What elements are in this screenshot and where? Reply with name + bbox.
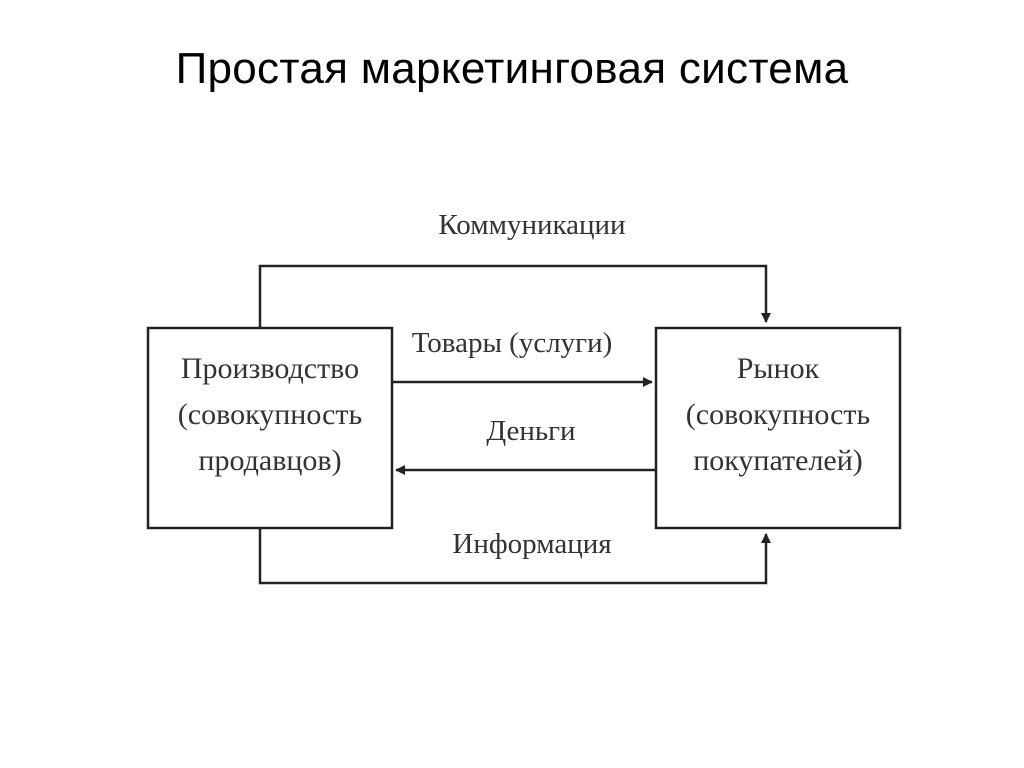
producer-box xyxy=(146,326,394,530)
market-label-line-1: Рынок xyxy=(737,352,820,385)
market-box xyxy=(654,326,902,530)
market-label-line-2: (совокупность xyxy=(686,398,870,431)
producer-label-line-3: продавцов) xyxy=(198,444,341,477)
information-arrow xyxy=(258,528,771,585)
slide-title: Простая маркетинговая система xyxy=(175,44,849,93)
market-label-line-3: покупателей) xyxy=(693,444,863,477)
producer-label-line-1: Производство xyxy=(181,352,359,385)
goods-label: Товары (услуги) xyxy=(412,327,613,359)
communications-arrow xyxy=(258,264,771,328)
communications-label: Коммуникации xyxy=(438,209,625,241)
information-label: Информация xyxy=(452,528,611,560)
money-label: Деньги xyxy=(486,415,575,447)
producer-label-line-2: (совокупность xyxy=(178,398,362,431)
